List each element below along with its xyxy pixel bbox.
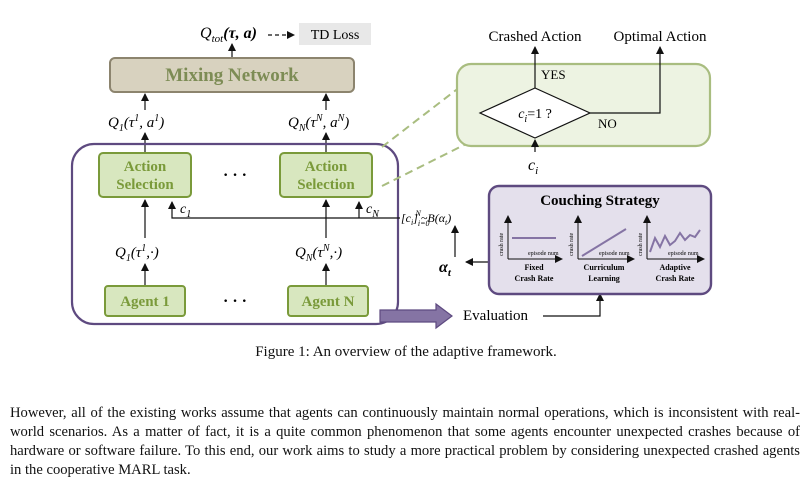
panel-3-title-2: Crash Rate: [656, 274, 695, 283]
mixing-network-label: Mixing Network: [165, 65, 299, 86]
evaluation-label: Evaluation: [463, 308, 528, 324]
agent-n-box: [287, 285, 369, 317]
panel-1-title-1: Fixed: [524, 263, 544, 272]
panel-2-title-2: Learning: [588, 274, 620, 283]
framework-diagram: Qtot(τ, a) TD Loss Mixing Network Q1(τ1,…: [70, 23, 713, 330]
td-loss-box: [299, 23, 371, 45]
q1-top-label: Q1(τ1, a1): [108, 113, 164, 134]
action-selection-n-line1: Action: [305, 159, 348, 175]
action-selection-1-line1: Action: [124, 159, 167, 175]
panel-1-title-2: Crash Rate: [515, 274, 554, 283]
optimal-action-label: Optimal Action: [614, 29, 707, 45]
ellipsis-bottom: · · ·: [223, 293, 247, 310]
evaluation-to-coaching-arrow: [543, 293, 604, 317]
agent-n-label: Agent N: [302, 294, 355, 310]
c1-feed-arrow: [168, 201, 400, 219]
no-label: NO: [598, 116, 617, 131]
body-paragraph: However, all of the existing works assum…: [10, 405, 800, 478]
agent-1-label: Agent 1: [120, 294, 170, 310]
mixing-network-box: [109, 57, 355, 93]
decision-diamond: [478, 87, 592, 139]
action-selection-box-1: [98, 152, 192, 198]
decision-label: ci=1 ?: [518, 107, 552, 125]
xlabel-2: episode num: [599, 251, 630, 257]
coaching-strategy-box: [487, 184, 713, 296]
td-loss-label: TD Loss: [311, 28, 360, 43]
zoom-line-top: [381, 86, 461, 148]
c1-label: c1: [180, 202, 191, 220]
ellipsis-top: · · ·: [223, 167, 247, 184]
curriculum-learning-panel: crash rate episode num Curriculum Learni…: [569, 215, 635, 283]
panel-3-title-1: Adaptive: [659, 263, 691, 272]
ylabel-3: crash rate: [638, 233, 644, 256]
curriculum-rate-line: [581, 228, 627, 257]
qN-top-label: QN(τN, aN): [288, 113, 349, 134]
q1-mid-label: Q1(τ1,·): [115, 243, 159, 264]
coaching-strategy-title: Couching Strategy: [540, 193, 660, 209]
action-selection-1-line2: Selection: [116, 177, 174, 193]
crashed-action-label: Crashed Action: [489, 29, 582, 45]
qN-mid-label: QN(τN,·): [295, 243, 342, 264]
figure-caption: Figure 1: An overview of the adaptive fr…: [255, 344, 557, 360]
agents-container: [70, 142, 400, 326]
alpha-label: αt: [439, 259, 452, 279]
agent-1-box: [104, 285, 186, 317]
yes-label: YES: [541, 67, 566, 82]
panel-2-title-1: Curriculum: [584, 263, 625, 272]
action-selection-n-line2: Selection: [297, 177, 355, 193]
adaptive-rate-line: [649, 229, 701, 253]
decision-zoom-box: [455, 62, 712, 148]
evaluation-arrow: [379, 302, 453, 330]
fixed-crash-rate-panel: crash rate episode num Fixed Crash Rate: [499, 215, 563, 283]
xlabel-1: episode num: [528, 251, 559, 257]
ylabel-1: crash rate: [499, 233, 505, 256]
zoom-line-bottom: [381, 141, 471, 187]
qtot-label: Qtot(τ, a): [200, 25, 257, 45]
cN-label: cN: [366, 202, 380, 220]
adaptive-crash-rate-panel: crash rate episode num Adaptive Crash Ra…: [638, 215, 705, 283]
crash-sample-label: [ci]i=0N~B(αt): [401, 209, 451, 228]
no-arrow: [590, 46, 664, 114]
ylabel-2: crash rate: [569, 233, 575, 256]
action-selection-box-n: [279, 152, 373, 198]
xlabel-3: episode num: [668, 251, 699, 257]
ci-label: ci: [528, 157, 538, 177]
